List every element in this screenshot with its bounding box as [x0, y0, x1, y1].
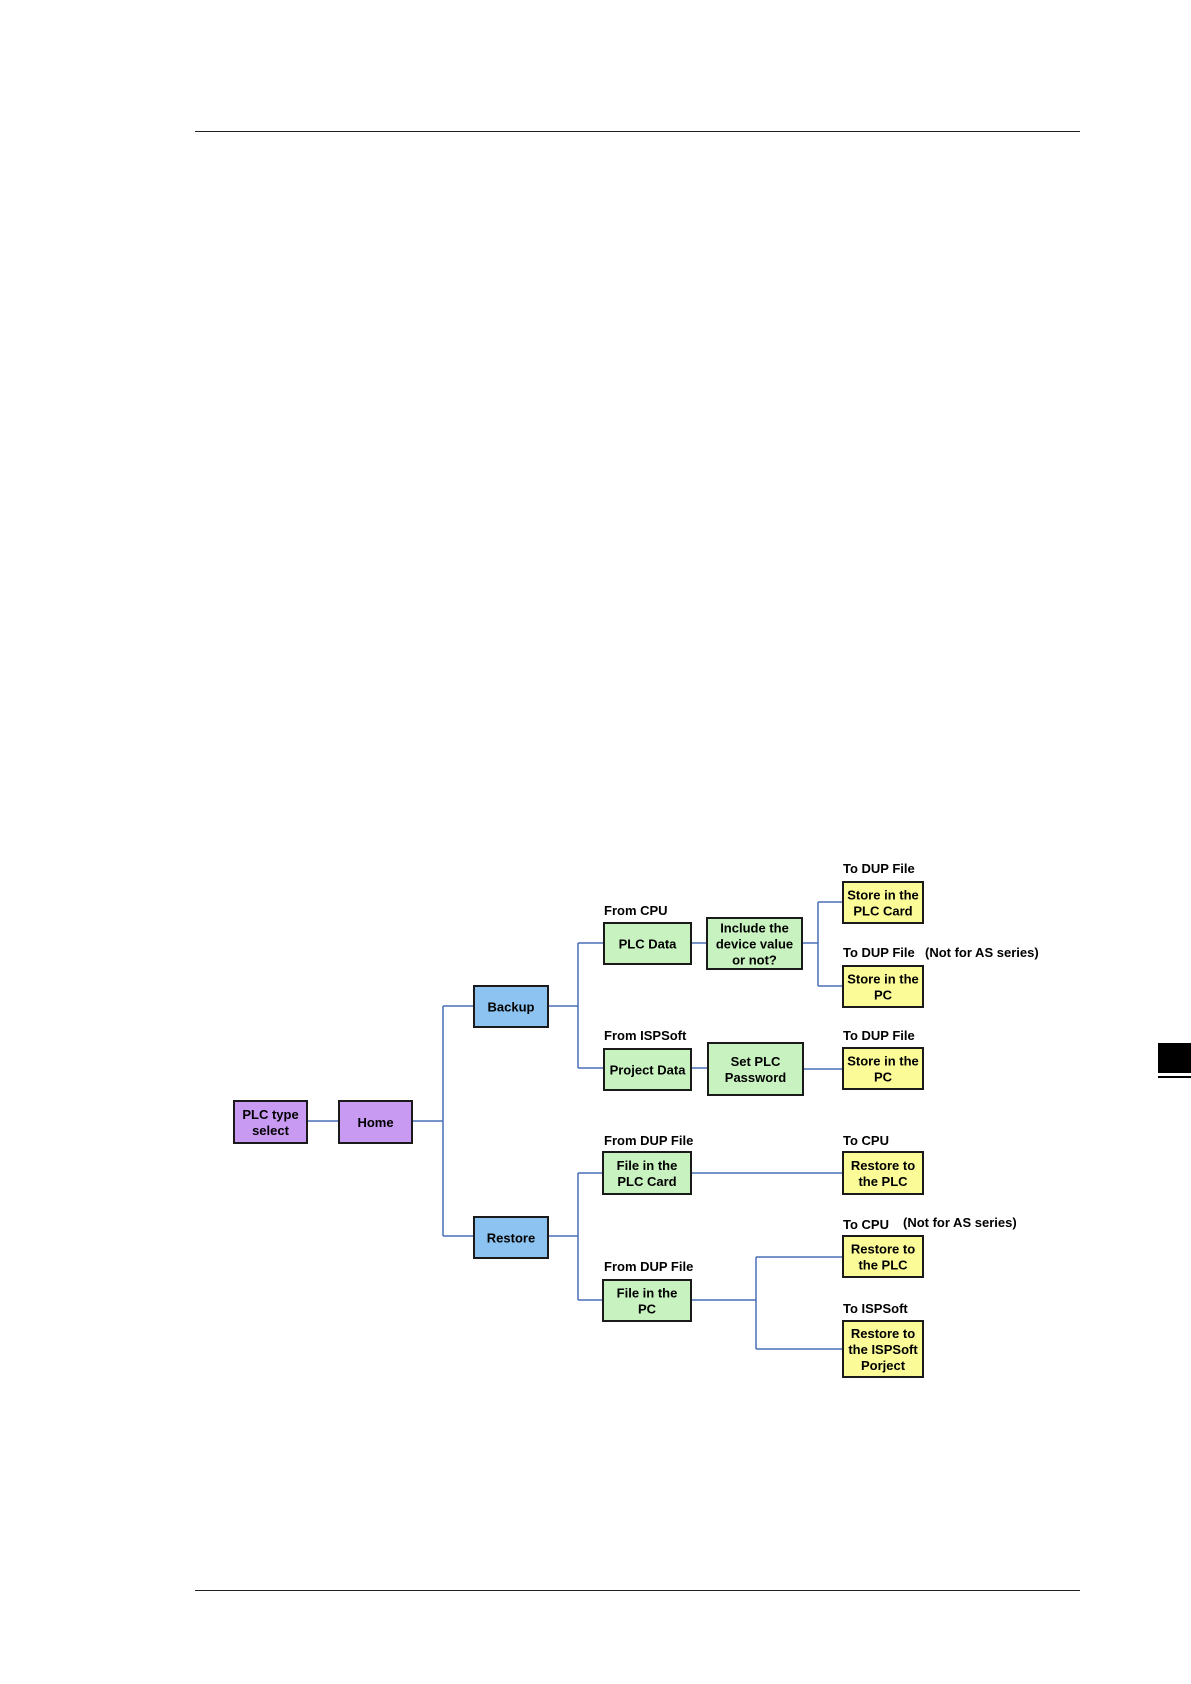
- node-box-restore-to-ispsoft: [842, 1320, 924, 1378]
- node-label-plc-type-select-1: select: [252, 1123, 290, 1138]
- node-label-backup-0: Backup: [488, 1000, 535, 1015]
- node-label-project-data-0: Project Data: [610, 1063, 687, 1078]
- caption-not-for-as-series-2: (Not for AS series): [903, 1215, 1017, 1230]
- node-label-restore-to-plc-2-0: Restore to: [851, 1242, 915, 1257]
- caption-from-ispsoft: From ISPSoft: [604, 1028, 687, 1043]
- connector-pc-branch: [691, 1256, 843, 1350]
- diagram-captions: To DUP File From CPU To DUP File (Not fo…: [604, 861, 1039, 1316]
- node-label-restore-to-plc-1-1: the PLC: [858, 1174, 908, 1189]
- node-label-restore-to-ispsoft-1: the ISPSoft: [848, 1342, 918, 1357]
- node-box-include-device-value: [706, 917, 803, 970]
- node-label-store-in-pc-2-0: Store in the: [847, 1054, 919, 1069]
- node-backup: Backup: [473, 985, 549, 1028]
- caption-to-dup-file-1: To DUP File: [843, 861, 915, 876]
- node-box-restore: [473, 1216, 549, 1259]
- node-box-restore-to-plc-2: [842, 1235, 924, 1278]
- node-restore: Restore: [473, 1216, 549, 1259]
- node-box-file-in-plc-card: [602, 1151, 692, 1195]
- caption-to-cpu-2: To CPU: [843, 1217, 889, 1232]
- node-label-home-0: Home: [357, 1115, 393, 1130]
- node-box-backup: [473, 985, 549, 1028]
- node-box-store-in-pc-1: [842, 965, 924, 1008]
- node-label-restore-to-ispsoft-2: Porject: [861, 1358, 906, 1373]
- node-label-file-in-plc-card-1: PLC Card: [617, 1174, 676, 1189]
- caption-to-dup-file-2: To DUP File: [843, 945, 915, 960]
- node-label-restore-to-plc-2-1: the PLC: [858, 1258, 908, 1273]
- chapter-tab-underline: [1158, 1076, 1191, 1078]
- connector-home-branch: [412, 1005, 474, 1237]
- node-label-file-in-plc-card-0: File in the: [617, 1158, 678, 1173]
- footer-rule: [195, 1590, 1080, 1591]
- node-plc-data: PLC Data: [603, 922, 692, 965]
- chapter-tab-marker: [1158, 1043, 1191, 1073]
- node-box-restore-to-plc-1: [842, 1151, 924, 1195]
- node-label-include-device-value-1: device value: [716, 937, 793, 952]
- caption-to-cpu-1: To CPU: [843, 1133, 889, 1148]
- node-label-include-device-value-0: Include the: [720, 921, 789, 936]
- connector-lines: [307, 901, 843, 1350]
- node-label-store-in-plc-card-0: Store in the: [847, 888, 919, 903]
- node-box-file-in-pc: [602, 1279, 692, 1322]
- header-rule: [195, 131, 1080, 132]
- node-label-set-plc-password-1: Password: [725, 1070, 786, 1085]
- node-label-restore-to-ispsoft-0: Restore to: [851, 1326, 915, 1341]
- node-box-store-in-plc-card: [842, 881, 924, 924]
- node-label-store-in-pc-1-1: PC: [874, 988, 893, 1003]
- node-box-plc-type-select: [233, 1100, 308, 1144]
- node-box-home: [338, 1100, 413, 1144]
- caption-from-dup-file-1: From DUP File: [604, 1133, 693, 1148]
- node-label-set-plc-password-0: Set PLC: [731, 1054, 781, 1069]
- node-label-store-in-plc-card-1: PLC Card: [853, 904, 912, 919]
- caption-from-cpu: From CPU: [604, 903, 668, 918]
- node-label-plc-data-0: PLC Data: [619, 937, 678, 952]
- connector-include-branch: [802, 901, 843, 987]
- caption-to-dup-file-3: To DUP File: [843, 1028, 915, 1043]
- node-label-store-in-pc-2-1: PC: [874, 1070, 893, 1085]
- node-label-store-in-pc-1-0: Store in the: [847, 972, 919, 987]
- node-label-file-in-pc-1: PC: [638, 1302, 657, 1317]
- node-label-restore-0: Restore: [487, 1231, 535, 1246]
- node-label-restore-to-plc-1-0: Restore to: [851, 1158, 915, 1173]
- connector-backup-branch: [548, 942, 604, 1069]
- node-box-plc-data: [603, 922, 692, 965]
- connector-restore-branch: [548, 1172, 603, 1301]
- node-box-store-in-pc-2: [842, 1047, 924, 1090]
- node-home: Home: [338, 1100, 413, 1144]
- node-box-set-plc-password: [707, 1042, 804, 1096]
- node-label-include-device-value-2: or not?: [732, 953, 777, 968]
- node-label-file-in-pc-0: File in the: [617, 1286, 678, 1301]
- caption-from-dup-file-2: From DUP File: [604, 1259, 693, 1274]
- caption-to-ispsoft: To ISPSoft: [843, 1301, 908, 1316]
- caption-not-for-as-series-1: (Not for AS series): [925, 945, 1039, 960]
- node-label-plc-type-select-0: PLC type: [242, 1107, 298, 1122]
- node-project-data: Project Data: [603, 1048, 692, 1091]
- node-box-project-data: [603, 1048, 692, 1091]
